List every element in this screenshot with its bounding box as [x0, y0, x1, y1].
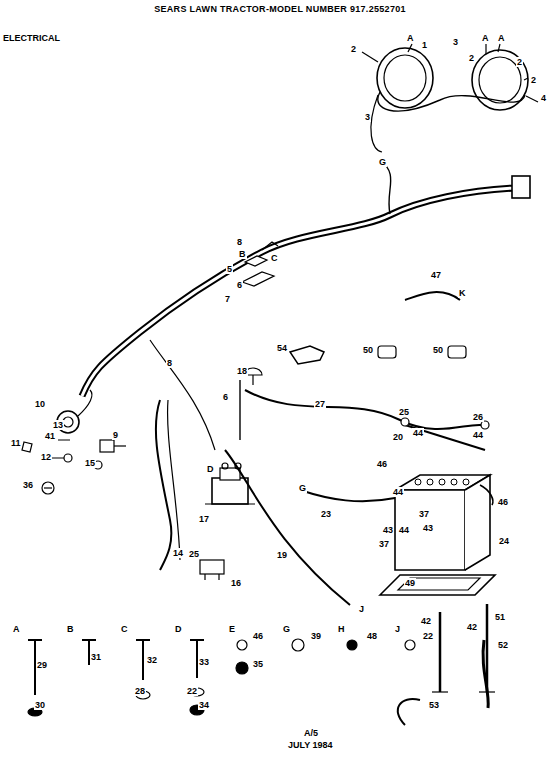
- callout-number: 33: [198, 657, 210, 667]
- callout-number: B: [238, 249, 247, 259]
- callout-number: J: [394, 624, 401, 634]
- callout-number: 19: [276, 550, 288, 560]
- callout-number: E: [228, 624, 236, 634]
- callout-number: 1: [421, 40, 428, 50]
- callout-number: A: [497, 33, 506, 43]
- callout-number: 12: [40, 452, 52, 462]
- callout-number: 3: [364, 112, 371, 122]
- callout-number: 52: [497, 640, 509, 650]
- callout-number: 46: [376, 459, 388, 469]
- callout-number: 46: [252, 631, 264, 641]
- callout-number: G: [298, 483, 307, 493]
- callout-number: 32: [146, 655, 158, 665]
- callout-number: 44: [398, 525, 410, 535]
- callout-number: 22: [186, 686, 198, 696]
- callout-number: A: [406, 33, 415, 43]
- callout-number: 11: [10, 438, 22, 448]
- callout-number: 37: [418, 509, 430, 519]
- callout-number: 43: [382, 525, 394, 535]
- callout-number: 2: [530, 75, 537, 85]
- callout-number: 41: [44, 431, 56, 441]
- callout-number: 22: [422, 631, 434, 641]
- callout-number: 10: [34, 399, 46, 409]
- callout-number: 2: [468, 53, 475, 63]
- callout-number: 34: [198, 700, 210, 710]
- callout-number: 50: [362, 345, 374, 355]
- callout-number: 37: [378, 539, 390, 549]
- callout-number: K: [458, 288, 467, 298]
- callout-number: 24: [498, 536, 510, 546]
- callout-number: 50: [432, 345, 444, 355]
- callout-number: 49: [404, 578, 416, 588]
- callout-number: D: [206, 464, 215, 474]
- callout-number: 43: [422, 523, 434, 533]
- callout-number: 14: [172, 548, 184, 558]
- callout-number: A/5: [303, 728, 319, 738]
- callout-number: 53: [428, 700, 440, 710]
- callout-number: 44: [412, 428, 424, 438]
- callout-number: 27: [314, 399, 326, 409]
- callout-number: 25: [188, 549, 200, 559]
- callout-number: 39: [310, 631, 322, 641]
- callout-number: 2: [516, 57, 523, 67]
- callout-number: 30: [34, 700, 46, 710]
- callout-number: 51: [494, 612, 506, 622]
- callout-number: 47: [430, 270, 442, 280]
- callout-number: 42: [466, 622, 478, 632]
- callout-number: H: [337, 624, 346, 634]
- callout-number: C: [270, 253, 279, 263]
- callout-number: 36: [22, 480, 34, 490]
- callout-number: J: [358, 604, 365, 614]
- callout-number: 6: [222, 392, 229, 402]
- callout-number: 44: [392, 487, 404, 497]
- callout-number: 6: [236, 280, 243, 290]
- callout-number: 28: [134, 686, 146, 696]
- callout-number: 3: [452, 37, 459, 47]
- callout-number: 25: [398, 407, 410, 417]
- callout-number: 26: [472, 412, 484, 422]
- callout-number: G: [378, 157, 387, 167]
- callout-number: 9: [112, 430, 119, 440]
- callout-number: 23: [320, 509, 332, 519]
- callout-number: A: [481, 33, 490, 43]
- callout-number: 31: [90, 652, 102, 662]
- callout-number: 4: [540, 93, 547, 103]
- callout-number: JULY 1984: [287, 740, 334, 750]
- callout-number: 46: [497, 497, 509, 507]
- callout-number: B: [66, 624, 75, 634]
- callout-number: 54: [276, 343, 288, 353]
- callout-number: 20: [392, 432, 404, 442]
- callout-number: 8: [166, 358, 173, 368]
- callout-number: 29: [36, 660, 48, 670]
- callout-number: 35: [252, 659, 264, 669]
- callout-number: 42: [420, 616, 432, 626]
- callout-number: 2: [350, 44, 357, 54]
- callout-number: C: [120, 624, 129, 634]
- page-title: SEARS LAWN TRACTOR-MODEL NUMBER 917.2552…: [0, 4, 560, 14]
- callout-number: 44: [472, 430, 484, 440]
- callout-number: 48: [366, 631, 378, 641]
- callout-number: 5: [226, 264, 233, 274]
- section-name: ELECTRICAL: [2, 33, 61, 43]
- callout-number: D: [174, 624, 183, 634]
- callout-number: A: [12, 624, 21, 634]
- callout-number: 18: [236, 366, 248, 376]
- callout-number: 17: [198, 514, 210, 524]
- callout-number: 7: [224, 294, 231, 304]
- callout-number: 16: [230, 578, 242, 588]
- callout-number: 8: [236, 237, 243, 247]
- callout-number: G: [282, 624, 291, 634]
- callout-number: 15: [84, 458, 96, 468]
- callout-number: 13: [52, 420, 64, 430]
